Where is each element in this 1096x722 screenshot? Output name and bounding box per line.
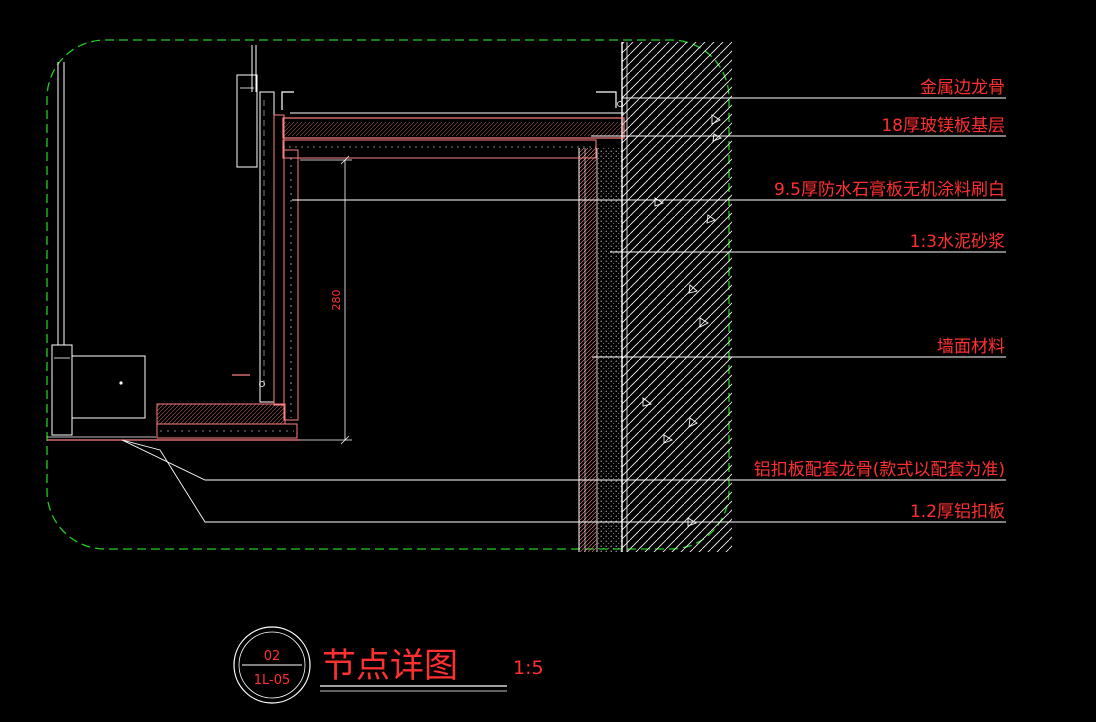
label-aluminium-keel: 铝扣板配套龙骨(款式以配套为准) [754, 460, 1005, 480]
label-gypsum-board: 9.5厚防水石膏板无机涂料刷白 [774, 179, 1005, 200]
label-cement-mortar: 1:3水泥砂浆 [910, 232, 1005, 252]
bottom-board-layers [47, 403, 300, 441]
label-glass-magnesium-board: 18厚玻镁板基层 [881, 116, 1005, 136]
title-block: 02 1L-05 节点详图 1:5 [233, 626, 544, 704]
detail-bubble-number: 02 [264, 649, 281, 664]
drawing-scale: 1:5 [513, 657, 544, 679]
concrete-wall [621, 42, 732, 552]
wall-finish-layer [578, 148, 597, 552]
material-labels: 金属边龙骨 18厚玻镁板基层 9.5厚防水石膏板无机涂料刷白 1:3水泥砂浆 墙… [754, 78, 1005, 522]
dimension-280: 280 [300, 155, 352, 445]
leader-lines [121, 97, 1006, 523]
label-aluminium-panel: 1.2厚铝扣板 [910, 502, 1005, 522]
left-wall-element [51, 62, 146, 436]
ceiling-board-layers [281, 91, 625, 159]
dimension-label: 280 [330, 290, 343, 311]
detail-bubble [233, 626, 311, 704]
drawing-title: 节点详图 [322, 646, 458, 686]
label-wall-material: 墙面材料 [937, 337, 1005, 357]
detail-bubble-sheet: 1L-05 [254, 673, 291, 688]
cement-mortar-layer [596, 148, 622, 552]
detail-boundary [46, 39, 730, 550]
vertical-board-layers [232, 45, 299, 421]
label-metal-edge-keel: 金属边龙骨 [920, 78, 1005, 98]
